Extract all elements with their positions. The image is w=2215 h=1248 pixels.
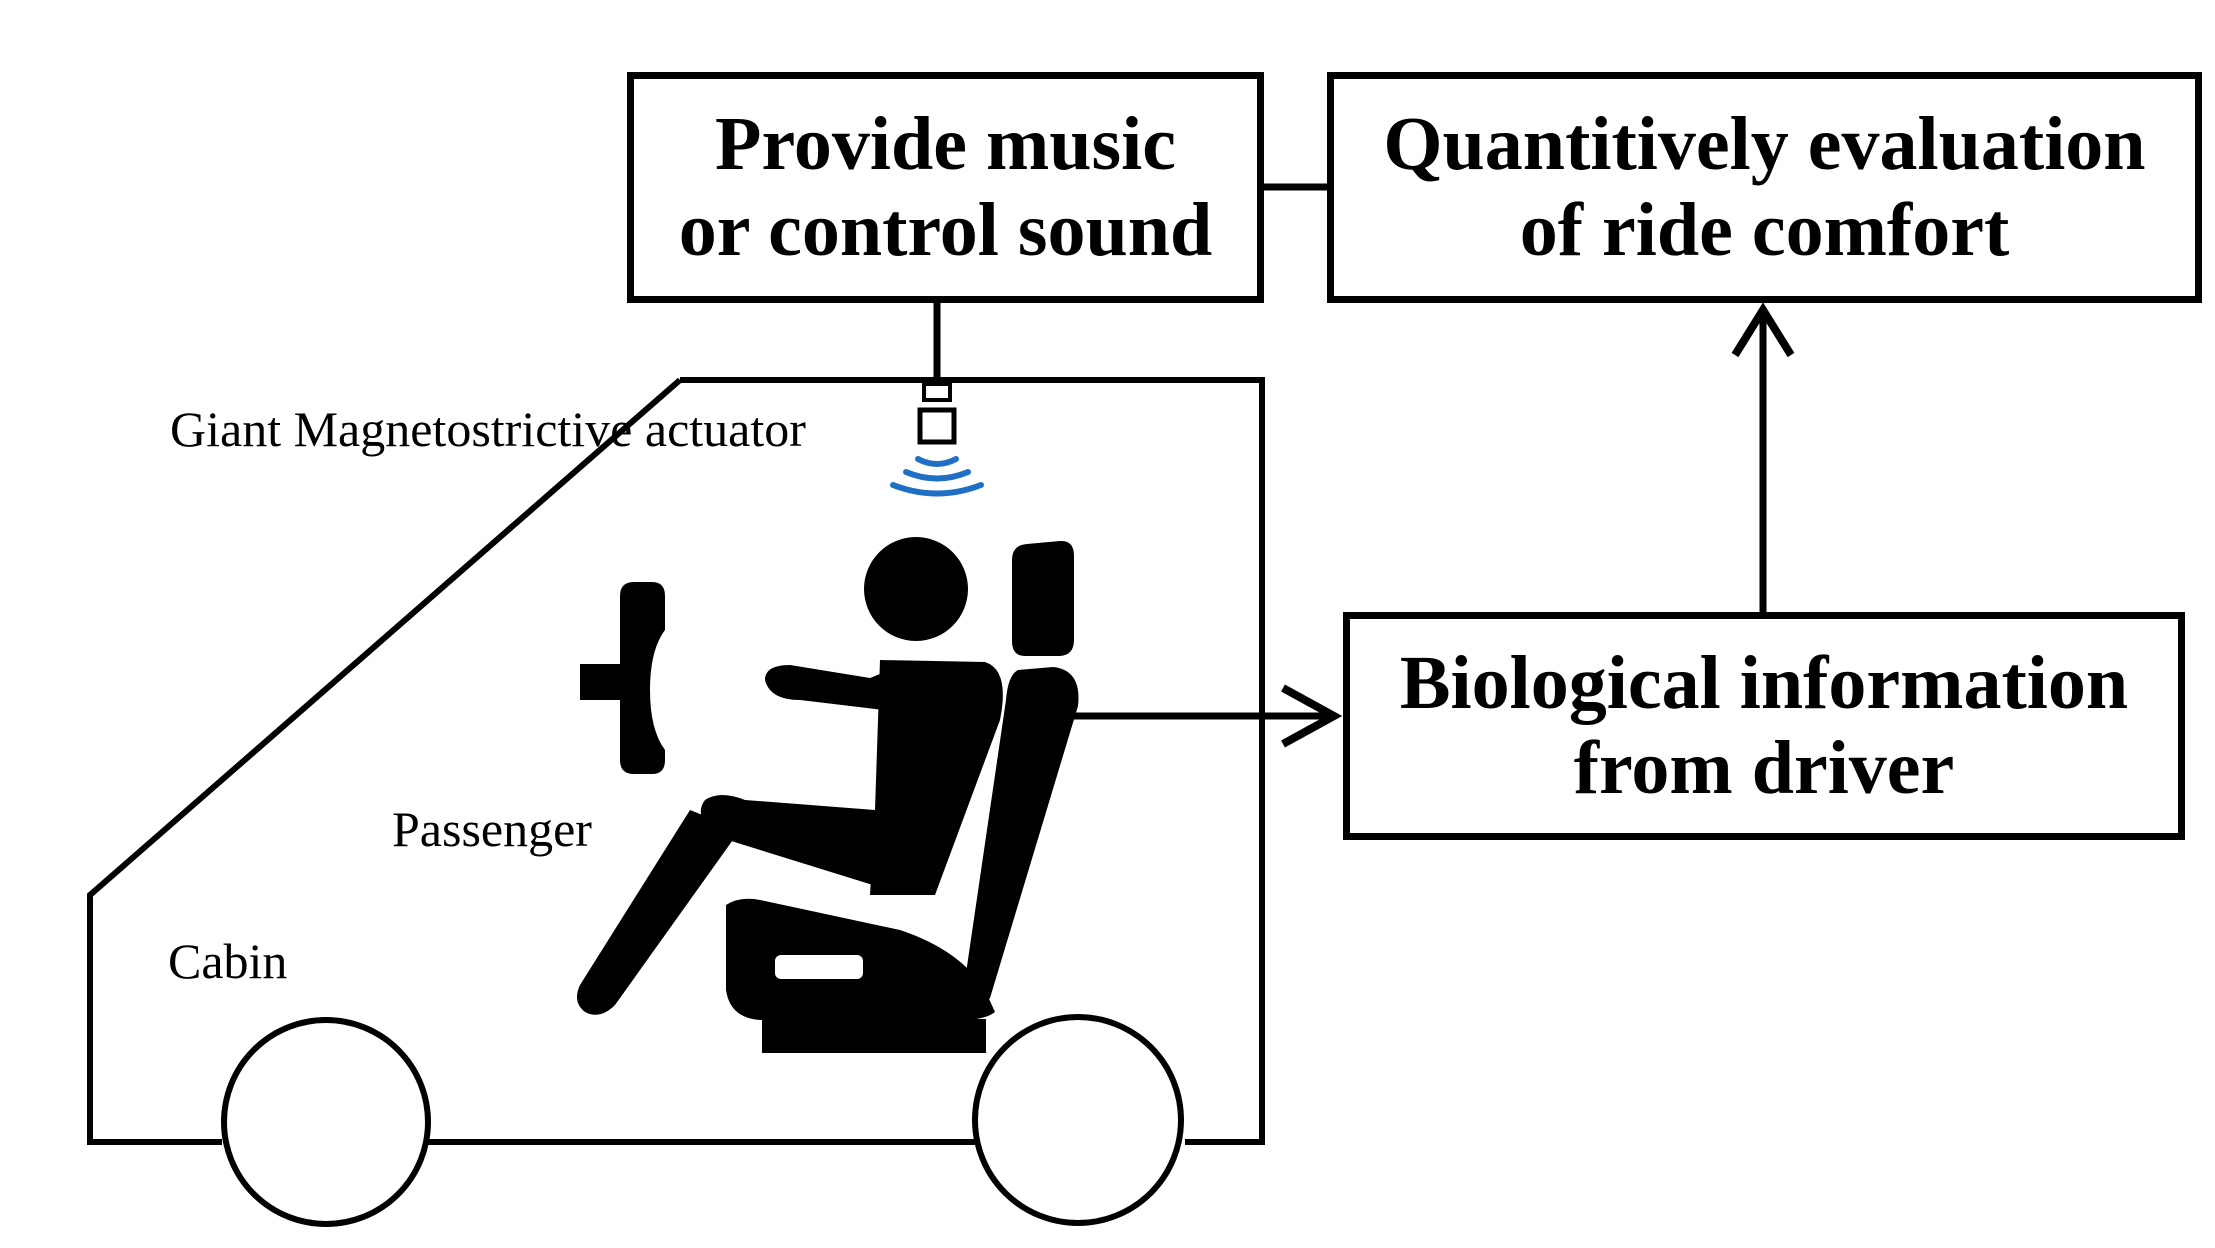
- evaluation-line2: of ride comfort: [1519, 187, 2010, 272]
- passenger-label: Passenger: [392, 801, 592, 857]
- sound-waves-icon: [890, 456, 984, 497]
- rear-wheel: [221, 1017, 431, 1227]
- actuator-icon: [917, 382, 957, 445]
- arrow-biological-to-evaluation: [1731, 302, 1795, 612]
- cabin-outline: [680, 377, 1265, 1145]
- provide-music-line1: Provide music: [715, 102, 1176, 187]
- evaluation-box: Quantitively evaluation of ride comfort: [1327, 72, 2202, 303]
- cabin-outline-front: [87, 377, 682, 1145]
- seat-highlight: [775, 955, 863, 979]
- evaluation-line1: Quantitively evaluation: [1383, 102, 2146, 187]
- arrow-driver-to-biological: [1060, 684, 1343, 748]
- provide-music-line2: or control sound: [678, 187, 1213, 272]
- front-wheel: [972, 1014, 1184, 1226]
- biological-line2: from driver: [1573, 726, 1955, 810]
- biological-info-box: Biological information from driver: [1343, 612, 2185, 840]
- biological-line1: Biological information: [1399, 640, 2129, 725]
- cabin-label: Cabin: [168, 933, 288, 989]
- driver-seated-icon: [576, 537, 1079, 1053]
- provide-music-box: Provide music or control sound: [627, 72, 1264, 303]
- actuator-label: Giant Magnetostrictive actuator: [170, 401, 806, 457]
